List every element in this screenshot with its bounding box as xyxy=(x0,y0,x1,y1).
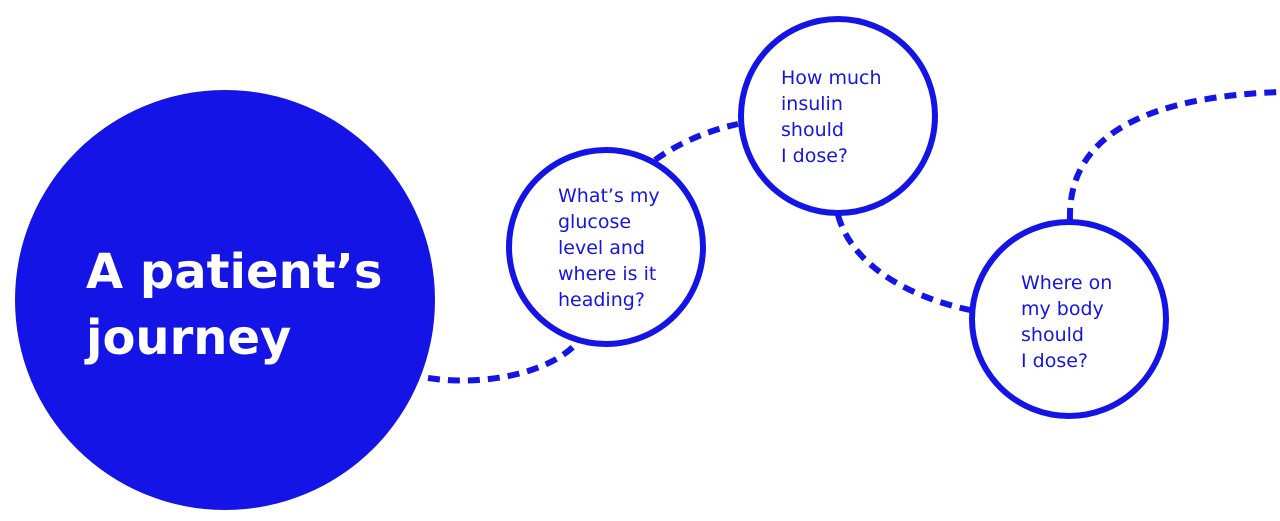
step-insulin-circle xyxy=(738,16,938,216)
step-body-line-4: I dose? xyxy=(1021,350,1088,372)
step-insulin-line-2: insulin xyxy=(781,93,843,115)
step-glucose-line-2: glucose xyxy=(558,211,631,233)
journey-start-circle xyxy=(15,90,435,510)
step-insulin-line-3: should xyxy=(781,119,844,141)
connector-glucose-to-insulin xyxy=(653,121,739,163)
step-glucose-line-1: What’s my xyxy=(558,185,660,207)
step-insulin-line-4: I dose? xyxy=(781,145,848,167)
step-body-line-3: should xyxy=(1021,324,1084,346)
step-body-line-2: my body xyxy=(1021,298,1104,320)
connector-start-to-glucose xyxy=(427,342,578,384)
step-glucose-text: What’s my glucose level and where is it … xyxy=(558,185,666,311)
step-insulin-text: How much insulin should I dose? xyxy=(781,67,888,167)
journey-title: A patient’s journey xyxy=(84,244,399,366)
step-body-line-1: Where on xyxy=(1021,272,1112,294)
step-glucose-line-3: level and xyxy=(558,237,645,259)
journey-title-line-1: A patient’s xyxy=(86,244,382,300)
step-body-text: Where on my body should I dose? xyxy=(1021,272,1118,372)
step-insulin-line-1: How much xyxy=(781,67,882,89)
step-glucose-circle xyxy=(506,147,706,347)
step-glucose-line-5: heading? xyxy=(558,289,645,311)
step-glucose-line-4: where is it xyxy=(558,263,656,285)
step-body-circle xyxy=(969,219,1169,419)
connector-body-to-next xyxy=(1066,89,1280,221)
journey-title-line-2: journey xyxy=(84,310,291,366)
connector-insulin-to-body xyxy=(835,214,971,313)
